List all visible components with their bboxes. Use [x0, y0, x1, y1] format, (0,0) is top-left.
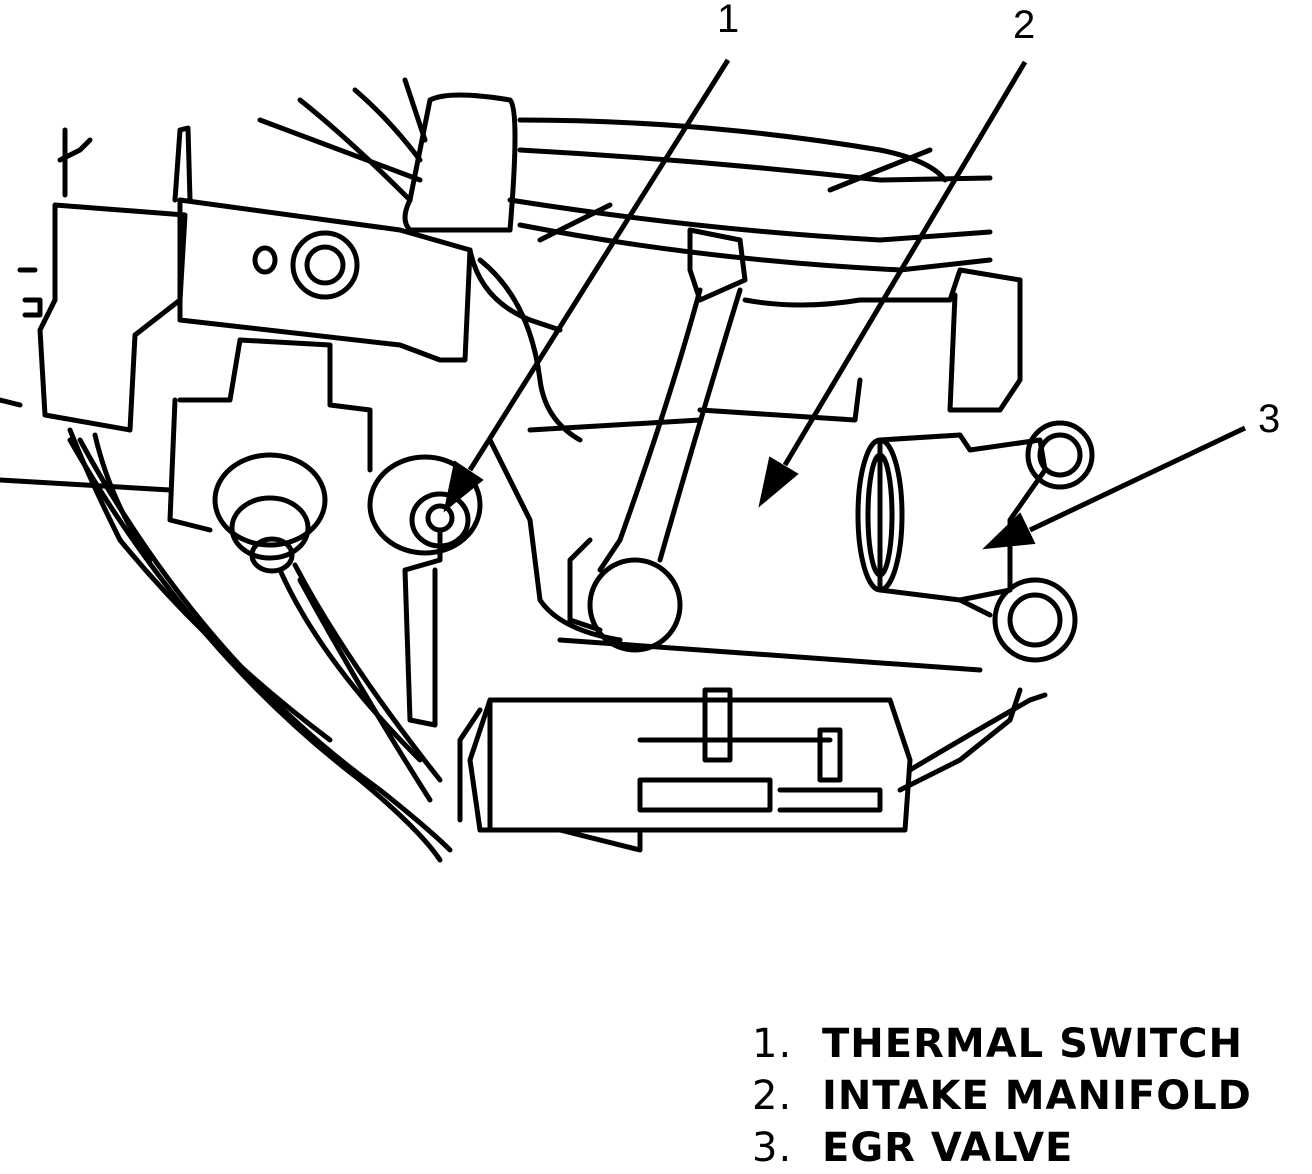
egr-pipe — [557, 227, 983, 673]
intake-runner-lines — [257, 77, 993, 273]
bottom-connector — [467, 687, 1048, 853]
arrow-2 — [758, 60, 1028, 508]
upper-bracket — [177, 92, 518, 363]
thermal-switch-sensors — [212, 452, 483, 783]
callout-arrows — [443, 58, 1247, 550]
legend-item: 1. THERMAL SWITCH — [752, 1018, 1292, 1070]
wiring-harness — [67, 437, 483, 863]
callout-2-label: 2 — [1013, 3, 1035, 47]
legend-text: EGR VALVE — [822, 1125, 1074, 1171]
egr-valve-body — [855, 420, 1095, 663]
throttle-body-housing — [0, 247, 623, 643]
arrow-3 — [982, 425, 1247, 550]
legend-item: 3. EGR VALVE — [752, 1122, 1292, 1174]
parts-legend: 1. THERMAL SWITCH 2. INTAKE MANIFOLD 3. … — [752, 1018, 1292, 1174]
legend-text: INTAKE MANIFOLD — [822, 1073, 1252, 1119]
legend-number: 3. — [752, 1125, 793, 1171]
legend-text: THERMAL SWITCH — [822, 1021, 1243, 1067]
callout-3-label: 3 — [1258, 397, 1280, 441]
callout-1-label: 1 — [717, 0, 739, 41]
legend-number: 1. — [752, 1021, 793, 1067]
legend-number: 2. — [752, 1073, 793, 1119]
intake-manifold-body — [527, 267, 1023, 433]
legend-item: 2. INTAKE MANIFOLD — [752, 1070, 1292, 1122]
arrow-1 — [443, 58, 731, 513]
